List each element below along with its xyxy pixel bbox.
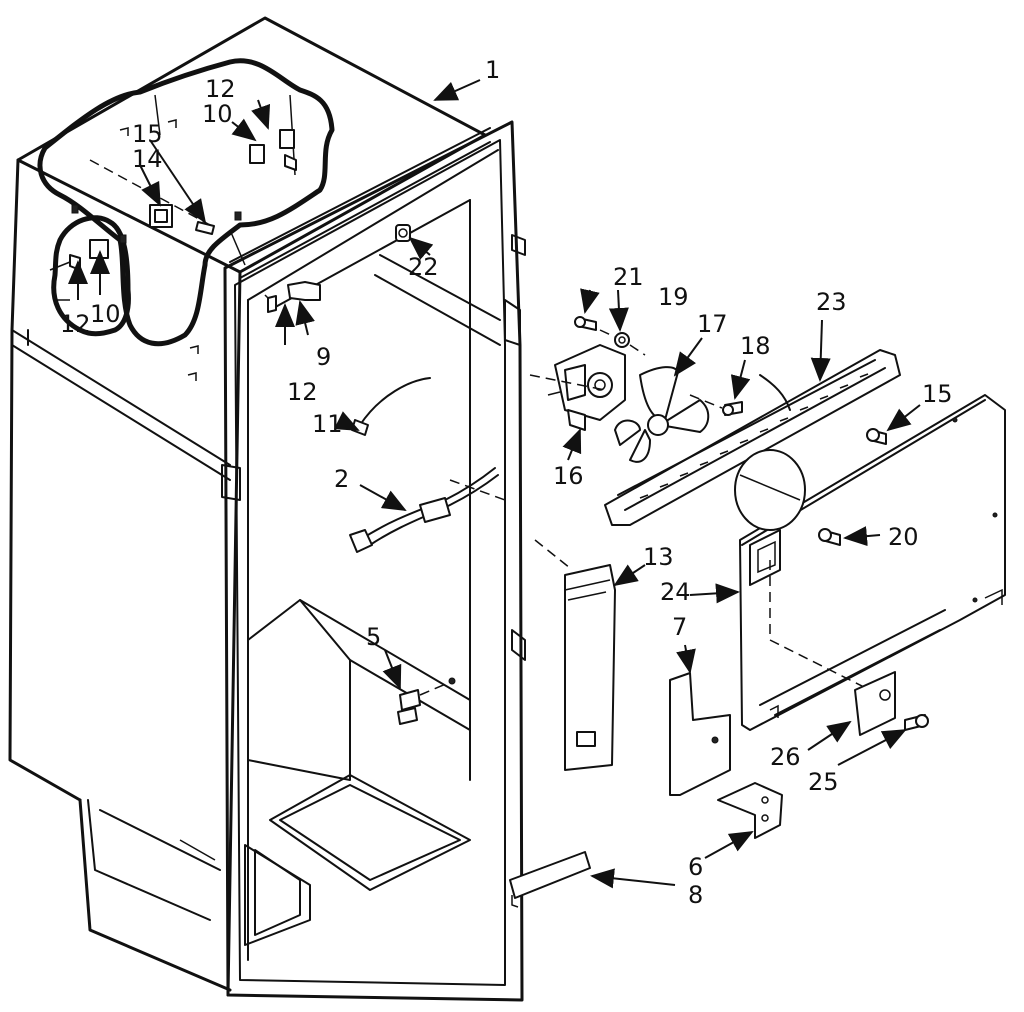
part-20-screw (818, 528, 841, 546)
part-15-screw-right (866, 428, 887, 445)
part-11-wire (351, 377, 431, 436)
part-7-plate (669, 672, 731, 796)
callout-23: 23 (816, 288, 847, 316)
callout-labels: 1 12 10 15 14 12 10 22 9 12 11 2 5 21 19… (60, 56, 953, 909)
callout-12-left: 12 (60, 310, 91, 338)
callout-24: 24 (660, 578, 691, 606)
callout-7: 7 (672, 613, 687, 641)
callout-14: 14 (132, 145, 163, 173)
callout-15-left: 15 (132, 120, 163, 148)
callout-22: 22 (408, 253, 439, 281)
callout-13: 13 (643, 543, 674, 571)
callout-11: 11 (312, 410, 343, 438)
liner-frame (221, 120, 526, 1002)
callout-26: 26 (770, 743, 801, 771)
part-5-socket (397, 677, 456, 725)
part-25-screw (904, 714, 929, 731)
callout-25: 25 (808, 768, 839, 796)
callout-6: 6 (688, 853, 703, 881)
callout-19: 19 (658, 283, 689, 311)
callout-1: 1 (485, 56, 500, 84)
part-13-panel (564, 564, 616, 771)
part-8-channel (509, 851, 591, 908)
dashed-guides (449, 374, 606, 569)
part-23-duct (604, 349, 901, 526)
callout-12-liner: 12 (287, 378, 318, 406)
part-22 (395, 224, 411, 242)
callout-10-left: 10 (90, 300, 121, 328)
callout-2: 2 (334, 465, 349, 493)
callout-10-top: 10 (202, 100, 233, 128)
callout-17: 17 (697, 310, 728, 338)
callout-16: 16 (553, 462, 584, 490)
part-24-cover (734, 394, 1006, 731)
fan-motor-assembly (547, 316, 743, 463)
part-2-harness (349, 467, 499, 553)
callout-18: 18 (740, 332, 771, 360)
callout-8: 8 (688, 881, 703, 909)
callout-12-top: 12 (205, 75, 236, 103)
callout-15-right: 15 (922, 380, 953, 408)
callout-9: 9 (316, 343, 331, 371)
callout-21: 21 (613, 263, 644, 291)
part-26-plate (854, 671, 896, 736)
callout-5: 5 (366, 623, 381, 651)
part-9-bracket (267, 281, 321, 313)
callout-arrows (68, 79, 921, 889)
callout-20: 20 (888, 523, 919, 551)
part-6-bracket (717, 782, 783, 839)
